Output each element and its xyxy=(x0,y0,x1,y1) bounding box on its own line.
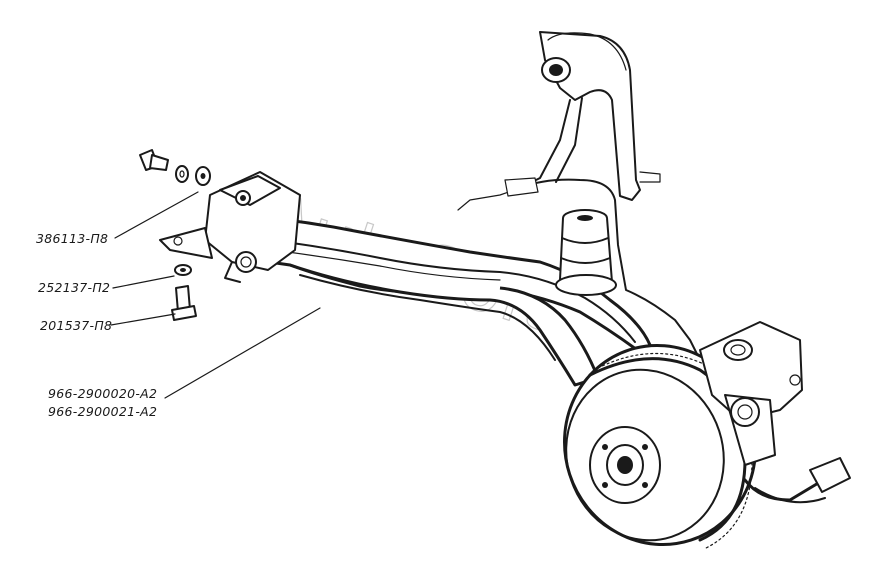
nut-part xyxy=(174,264,192,276)
label-beam-left: 966-2900020-А2 xyxy=(48,386,157,401)
upper-mount-bracket xyxy=(519,31,661,201)
left-pivot-bracket xyxy=(159,171,301,283)
label-nut: 252137-П2 xyxy=(38,280,110,295)
label-bolt-washer: 386113-П8 xyxy=(36,231,108,246)
leader-lines xyxy=(110,191,321,399)
bolt-part xyxy=(171,285,197,321)
label-bolt: 201537-П8 xyxy=(40,318,112,333)
axle-beam xyxy=(238,213,652,387)
trailing-arm-end xyxy=(699,321,803,466)
bolt-washer-group xyxy=(139,149,211,186)
label-beam-right: 966-2900021-А2 xyxy=(48,404,157,419)
spring-bump-stop xyxy=(555,209,617,296)
brake-hose xyxy=(743,457,851,504)
